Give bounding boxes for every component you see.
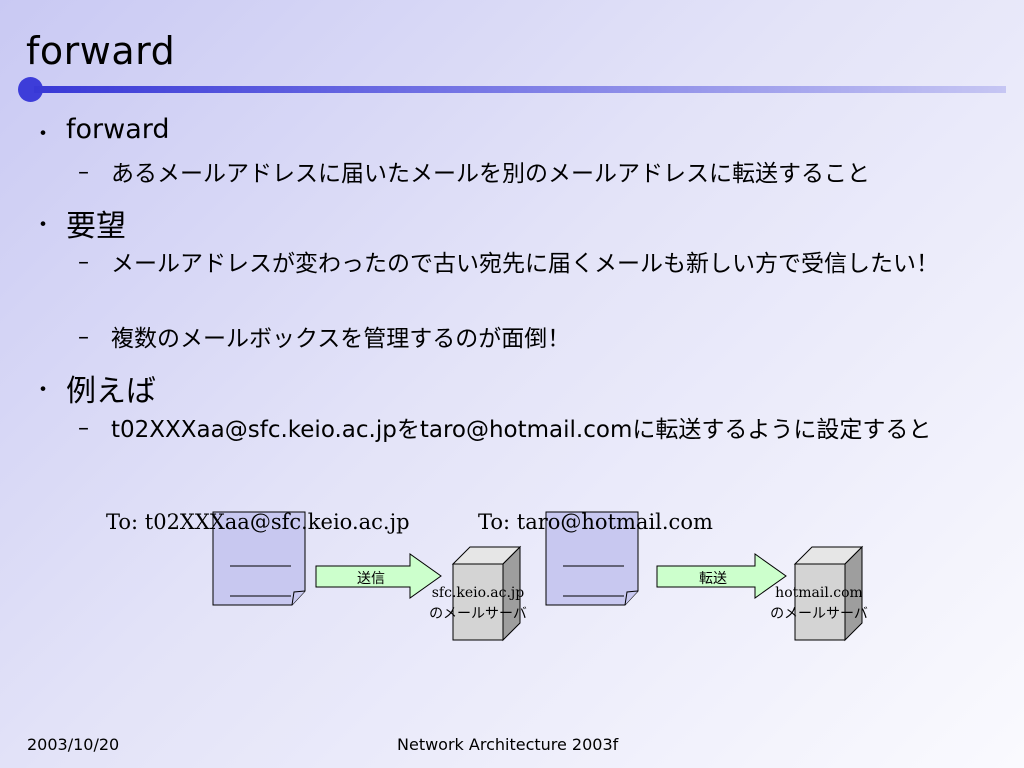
document-2-recipient: To: taro@hotmail.com: [478, 510, 713, 534]
email-document-1: [212, 511, 306, 606]
email-document-2: [545, 511, 639, 606]
send-arrow: [315, 553, 442, 599]
sub-bullet-text: t02XXXaa@sfc.keio.ac.jpをtaro@hotmail.com…: [111, 417, 932, 443]
document-1-recipient: To: t02XXXaa@sfc.keio.ac.jp: [106, 510, 410, 534]
sub-bullet-text: あるメールアドレスに届いたメールを別のメールアドレスに転送すること: [111, 161, 870, 187]
bullet-label: forward: [66, 114, 170, 145]
server-1-host: sfc.keio.ac.jp: [431, 585, 525, 601]
sub-bullet-marker: –: [78, 160, 89, 185]
server-1-description: のメールサーバ: [429, 606, 527, 622]
bullet-label: 例えば: [66, 374, 156, 409]
server-hotmail: [793, 545, 864, 642]
footer-course-title: Network Architecture 2003f: [397, 735, 619, 754]
sub-bullet-text: メールアドレスが変わったので古い宛先に届くメールも新しい方で受信したい！: [111, 251, 939, 277]
bullet-label: 要望: [66, 209, 126, 244]
bullet-marker: ・: [32, 122, 55, 147]
sub-bullet-marker: –: [78, 416, 89, 441]
sub-bullet-marker: –: [78, 250, 89, 275]
server-2-host: hotmail.com: [775, 585, 863, 601]
forward-arrow-label: 転送: [699, 571, 727, 587]
bullet-marker: ・: [32, 213, 55, 238]
server-sfc: [451, 545, 522, 642]
forward-arrow: [656, 553, 787, 599]
send-arrow-label: 送信: [357, 571, 385, 587]
slide-title: forward: [26, 29, 176, 73]
title-rule-bar: [34, 86, 1006, 93]
server-2-description: のメールサーバ: [770, 606, 868, 622]
bullet-marker: ・: [32, 378, 55, 403]
footer-date: 2003/10/20: [27, 735, 120, 754]
sub-bullet-marker: –: [78, 325, 89, 350]
sub-bullet-text: 複数のメールボックスを管理するのが面倒！: [111, 326, 571, 352]
title-underline: [18, 77, 1006, 102]
